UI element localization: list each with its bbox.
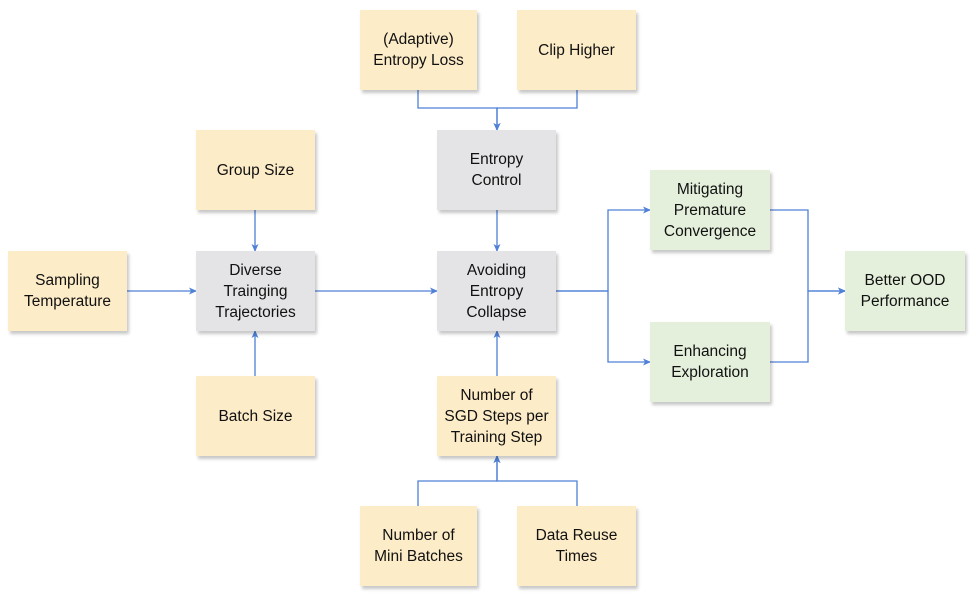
node-number-of-mini-batches: Number of Mini Batches (360, 506, 477, 586)
node-adaptive-entropy-loss: (Adaptive) Entropy Loss (360, 10, 477, 90)
node-sgd-steps-per-training-step: Number of SGD Steps per Training Step (437, 376, 556, 456)
edge-data-reuse-times-to-sgd-steps-per-training-step (493, 455, 578, 506)
node-mitigating-premature-convergence: Mitigating Premature Convergence (650, 170, 770, 250)
node-better-ood-performance: Better OOD Performance (845, 251, 965, 331)
edge-clip-higher-to-entropy-control (493, 90, 578, 131)
node-diverse-training-trajectories: Diverse Trainging Trajectories (196, 251, 315, 331)
node-entropy-control: Entropy Control (437, 130, 556, 210)
edge-enhancing-exploration-to-better-ood-performance (770, 287, 846, 363)
edge-mitigating-premature-convergence-to-better-ood-performance (770, 209, 846, 295)
edge-number-of-mini-batches-to-sgd-steps-per-training-step (417, 455, 501, 506)
edge-avoiding-entropy-collapse-to-enhancing-exploration (556, 290, 651, 366)
node-group-size: Group Size (196, 130, 315, 210)
node-avoiding-entropy-collapse: Avoiding Entropy Collapse (437, 251, 556, 331)
node-clip-higher: Clip Higher (517, 10, 636, 90)
edge-adaptive-entropy-loss-to-entropy-control (417, 90, 501, 131)
node-batch-size: Batch Size (196, 376, 315, 456)
node-data-reuse-times: Data Reuse Times (517, 506, 636, 586)
node-enhancing-exploration: Enhancing Exploration (650, 322, 770, 402)
node-sampling-temperature: Sampling Temperature (8, 251, 127, 331)
edge-avoiding-entropy-collapse-to-mitigating-premature-convergence (556, 206, 651, 292)
